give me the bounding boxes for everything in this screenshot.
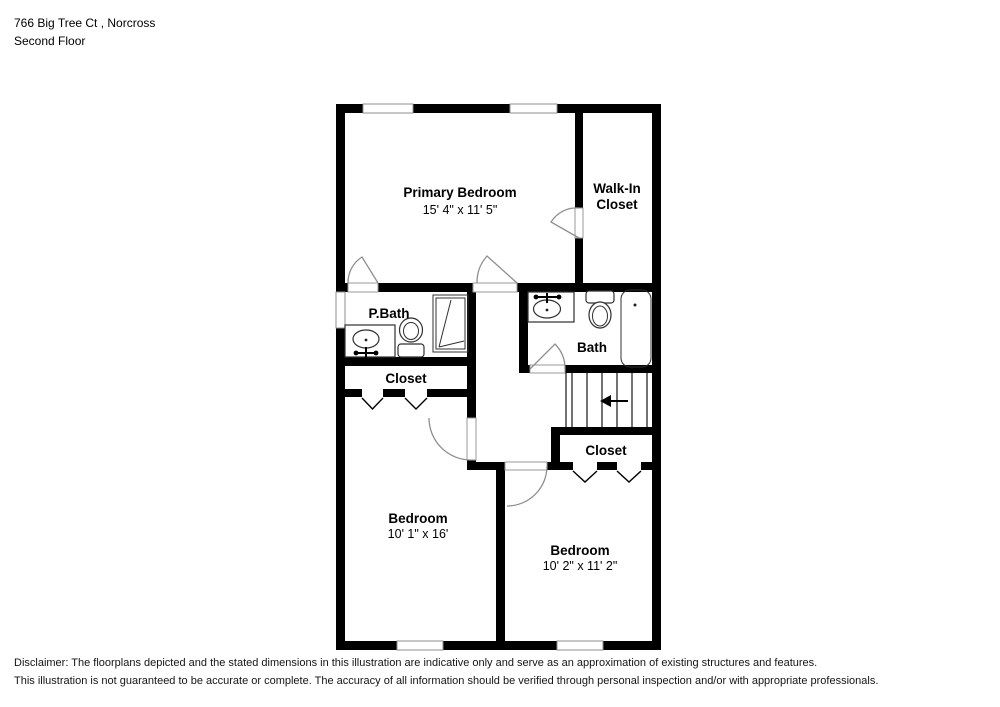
- stairs-arrow-icon: [600, 395, 611, 407]
- wall-bedrooms-north: [467, 462, 661, 470]
- wall-pbath-south: [336, 357, 476, 366]
- window: [335, 291, 346, 329]
- wall-outer-right: [652, 104, 661, 650]
- bedroom-right-label: Bedroom: [550, 543, 609, 558]
- wall-bath-west: [519, 283, 528, 373]
- wall-outer-top: [336, 104, 661, 113]
- bedroom-left-label: Bedroom: [388, 511, 447, 526]
- door-leaf: [472, 282, 518, 293]
- primary-bath-label: P.Bath: [368, 306, 409, 321]
- wall-outer-left: [336, 104, 345, 650]
- shower-door-line: [438, 299, 452, 348]
- wall-bedroom-divider: [496, 462, 505, 650]
- wall-stair-closet-west: [551, 427, 560, 470]
- bifold-door-mark: [616, 470, 642, 483]
- bifold-gap: [362, 389, 383, 397]
- floor-label: Second Floor: [14, 34, 86, 48]
- bifold-door-mark: [404, 397, 428, 410]
- door-leaf: [529, 364, 566, 374]
- bedroom-right-dims: 10' 2" x 11' 2": [543, 559, 618, 573]
- doors: [347, 207, 584, 507]
- windows: [335, 103, 604, 651]
- bifold-gap: [617, 462, 641, 470]
- bath-label: Bath: [577, 340, 607, 355]
- disclaimer-line1: Disclaimer: The floorplans depicted and …: [14, 657, 818, 669]
- primary-bedroom-label: Primary Bedroom: [403, 185, 516, 200]
- wall-bath-south: [519, 365, 661, 373]
- primary-bedroom-dims: 15' 4" x 11' 5": [423, 203, 498, 217]
- shower-inner: [435, 297, 466, 350]
- bifold-doors: [361, 389, 642, 483]
- door-swing-arc: [428, 417, 472, 461]
- stair-closet-label: Closet: [585, 443, 627, 458]
- door-leaf: [466, 417, 477, 461]
- bifold-gap: [405, 389, 427, 397]
- walkin-closet-label-line1: Walk-In: [593, 181, 641, 196]
- toilet-bowl: [398, 317, 424, 343]
- toilet-seat: [403, 322, 419, 340]
- toilet-seat: [592, 305, 608, 327]
- bifold-door-mark: [361, 397, 384, 411]
- disclaimer-line2: This illustration is not guaranteed to b…: [14, 675, 879, 687]
- bifold-gap: [573, 462, 597, 470]
- header: 766 Big Tree Ct , Norcross Second Floor: [14, 14, 155, 50]
- room-labels: Primary Bedroom 15' 4" x 11' 5" Walk-In …: [368, 181, 640, 573]
- bathtub-drain: [633, 303, 637, 307]
- door-swing-arc: [529, 343, 566, 370]
- bedroom-left-dims: 10' 1" x 16': [388, 527, 449, 541]
- door-swing-arc: [550, 207, 580, 239]
- sink-drain: [364, 338, 368, 342]
- shower-door-line: [438, 340, 465, 348]
- sink-drain: [545, 308, 549, 312]
- primary-bath-fixtures: [344, 294, 469, 358]
- shower: [432, 294, 469, 353]
- bath-fixtures: [527, 289, 652, 368]
- faucet-handle: [373, 350, 379, 356]
- hall-closet-label: Closet: [385, 371, 427, 386]
- window: [509, 103, 558, 114]
- faucet-handle: [353, 350, 359, 356]
- door-leaf: [504, 461, 548, 471]
- window: [362, 103, 414, 114]
- walkin-closet-label-line2: Closet: [596, 197, 638, 212]
- toilet-tank: [585, 290, 615, 304]
- door-leaf: [347, 282, 379, 293]
- wall-walkin-closet-west: [575, 104, 583, 292]
- bifold-door-mark: [572, 470, 598, 483]
- disclaimer: Disclaimer: The floorplans depicted and …: [14, 654, 878, 690]
- window: [556, 640, 604, 651]
- faucet-handle: [533, 294, 539, 300]
- bathtub: [620, 289, 652, 368]
- wall-hall-west: [467, 283, 476, 470]
- door-swing-arc: [476, 255, 518, 284]
- door-swing-arc: [347, 256, 379, 284]
- door-swing-arc: [506, 465, 548, 507]
- toilet-tank: [397, 343, 425, 358]
- window: [396, 640, 444, 651]
- address-text: 766 Big Tree Ct , Norcross: [14, 16, 156, 30]
- wall-stair-closet-north: [551, 427, 661, 435]
- door-leaf: [574, 207, 584, 239]
- faucet-handle: [556, 294, 562, 300]
- stairs: [565, 373, 648, 427]
